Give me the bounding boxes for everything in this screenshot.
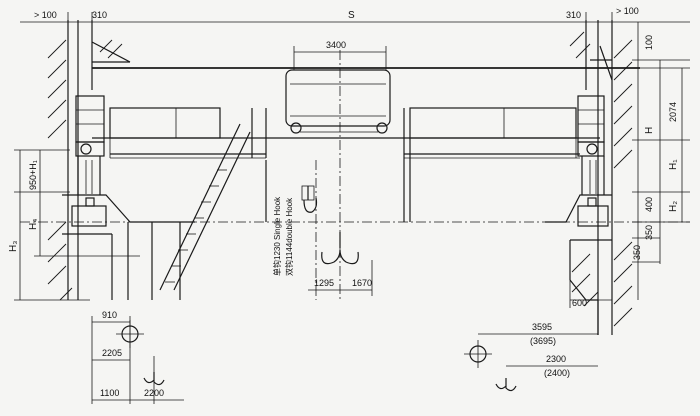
dim-2200: 2200 [144, 388, 164, 398]
dim-h: H [644, 127, 655, 134]
dim-400: 400 [644, 197, 654, 212]
dim-1295: 1295 [314, 278, 334, 288]
hook-symbol-right [464, 340, 517, 392]
dim-h1: H₁ [668, 159, 679, 170]
dimension-lines [14, 12, 690, 404]
dim-h4: H₄ [28, 219, 39, 230]
double-hook-label: 双钩1144double Hook [284, 197, 294, 276]
dim-span-s: S [348, 10, 355, 21]
dimension-labels: > 100 310 S 310 > 100 100 3400 2074 H H₁… [8, 6, 679, 398]
trolley [285, 50, 391, 300]
left-column [47, 20, 195, 301]
dim-350-a: 350 [644, 225, 654, 240]
dim-600: 600 [572, 298, 587, 308]
dim-1100: 1100 [100, 388, 119, 398]
hook-symbol-left [116, 320, 165, 386]
double-hook [321, 232, 359, 265]
dim-100-right: 100 [644, 35, 654, 50]
single-hook-label: 单钩1230 Single Hook [272, 196, 282, 276]
access-ladder [151, 123, 251, 300]
dim-950-h1: 950+H₁ [28, 160, 38, 190]
dim-h2: H₂ [668, 201, 679, 212]
dim-gt100-left: > 100 [34, 10, 57, 20]
dim-1670: 1670 [352, 278, 372, 288]
dim-2300: 2300 [546, 354, 566, 364]
crane-bridge [92, 67, 640, 222]
dim-gt100-right: > 100 [616, 6, 639, 16]
dim-350-b: 350 [632, 245, 642, 260]
dim-2400: (2400) [544, 368, 570, 378]
dim-h3: H₃ [8, 241, 19, 252]
right-wall-hatch [569, 31, 633, 327]
dim-3595: 3595 [532, 322, 552, 332]
hook-labels: 单钩1230 Single Hook 双钩1144double Hook [272, 196, 294, 276]
dim-910: 910 [102, 310, 117, 320]
dim-2074: 2074 [668, 102, 678, 122]
dim-310-right: 310 [566, 10, 581, 20]
dim-2205: 2205 [102, 348, 122, 358]
dim-3695: (3695) [530, 336, 556, 346]
left-wall-hatch [47, 39, 123, 301]
single-hook [301, 185, 318, 213]
dim-310-left: 310 [92, 10, 107, 20]
dim-trolley-3400: 3400 [326, 40, 346, 50]
